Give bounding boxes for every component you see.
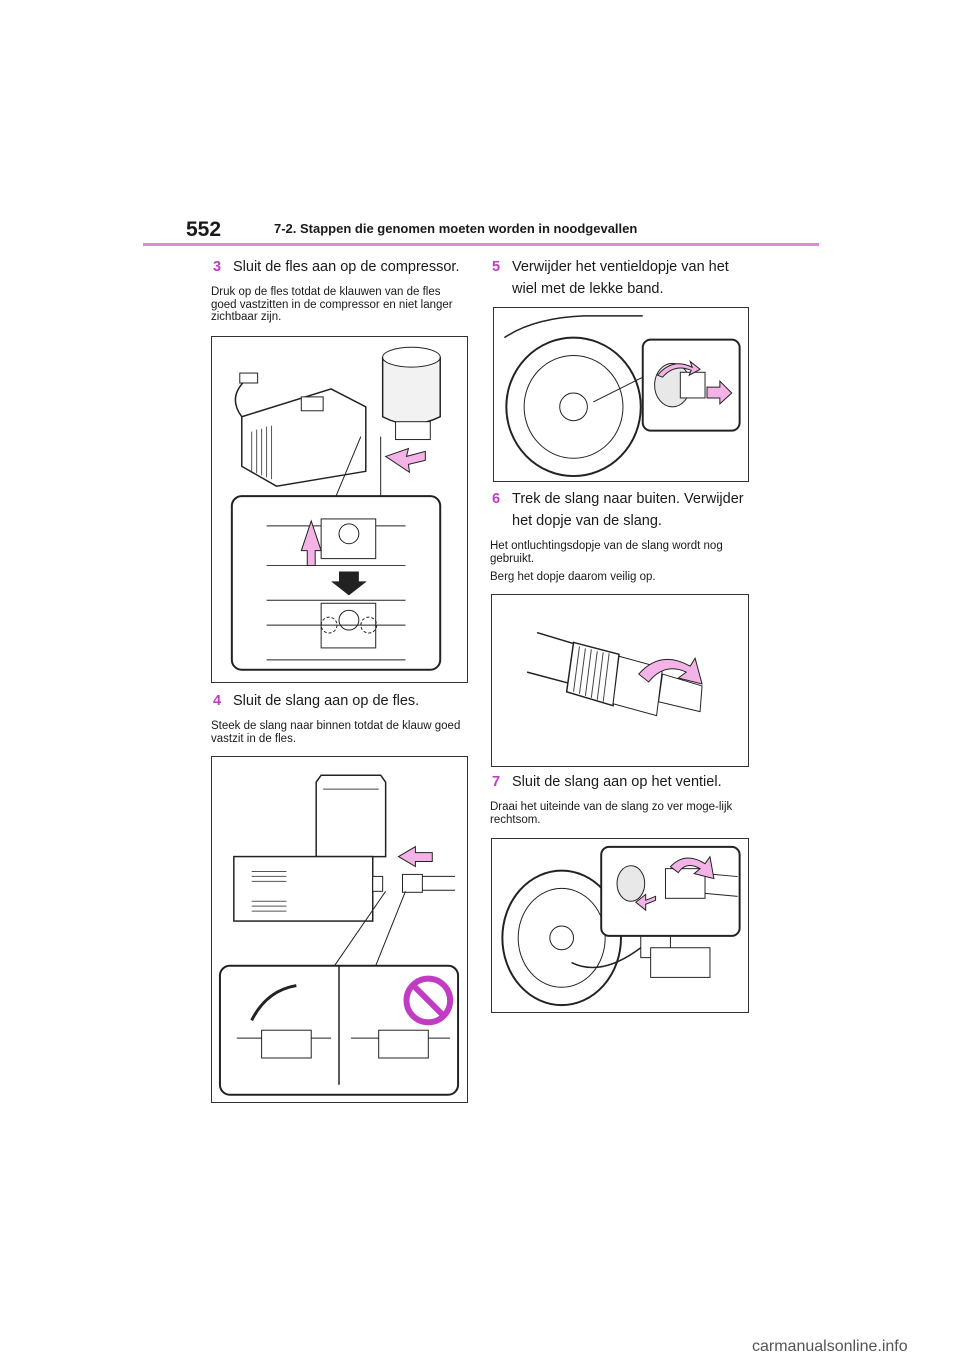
step-3-title: 3 Sluit de fles aan op de compressor.: [211, 256, 469, 278]
illustration: [230, 346, 442, 671]
figure-hose-to-bottle: [211, 756, 468, 1103]
left-column-lower: 4 Sluit de slang aan op de fles. Steek d…: [211, 690, 469, 751]
left-column: 3 Sluit de fles aan op de compressor. Dr…: [211, 256, 469, 330]
step-number: 5: [492, 259, 501, 275]
step-5-title: 5 Verwijder het ventieldopje van het wie…: [490, 256, 752, 300]
step-text: Sluit de slang aan op de fles.: [233, 693, 420, 709]
watermark: carmanualsonline.info: [752, 1338, 908, 1355]
figure-bottle-to-compressor: [211, 336, 468, 683]
step-text: Sluit de fles aan op de compressor.: [233, 259, 460, 275]
step-6-title: 6 Trek de slang naar buiten. Verwijder h…: [490, 488, 752, 532]
step-text: Verwijder het ventieldopje van het wiel …: [512, 259, 729, 297]
page-header: 552 7-2. Stappen die genomen moeten word…: [143, 212, 819, 246]
illustration: [526, 631, 703, 717]
step-number: 4: [213, 693, 222, 709]
step-text: Trek de slang naar buiten. Verwijder het…: [512, 491, 744, 529]
illustration: [218, 774, 460, 1096]
figure-hose-to-valve: [491, 838, 749, 1013]
right-column: 5 Verwijder het ventieldopje van het wie…: [490, 256, 752, 308]
step-7-title: 7 Sluit de slang aan op het ventiel.: [490, 771, 752, 793]
step-number: 7: [492, 774, 501, 790]
step-text: Sluit de slang aan op het ventiel.: [512, 774, 722, 790]
chapter-title: 7-2. Stappen die genomen moeten worden i…: [274, 221, 638, 236]
illustration: [501, 845, 741, 1007]
header-rule: [143, 243, 819, 246]
figure-hose-cap: [491, 594, 749, 767]
step-4-title: 4 Sluit de slang aan op de fles.: [211, 690, 469, 712]
right-column-lower: 7 Sluit de slang aan op het ventiel. Dra…: [490, 771, 752, 832]
page-number: 552: [186, 218, 222, 241]
illustration: [503, 315, 741, 478]
figure-valve-cap: [493, 307, 749, 482]
step-number: 3: [213, 259, 222, 275]
step-number: 6: [492, 491, 501, 507]
step-6-note-1: Het ontluchtingsdopje van de slang wordt…: [490, 540, 723, 565]
step-7-note: Draai het uiteinde van de slang zo ver m…: [490, 801, 733, 826]
step-6-note-2: Berg het dopje daarom veilig op.: [490, 571, 656, 583]
step-3-note: Druk op de fles totdat de klauwen van de…: [211, 286, 453, 323]
right-column-middle: 6 Trek de slang naar buiten. Verwijder h…: [490, 488, 752, 590]
step-4-note: Steek de slang naar binnen totdat de kla…: [211, 720, 461, 745]
